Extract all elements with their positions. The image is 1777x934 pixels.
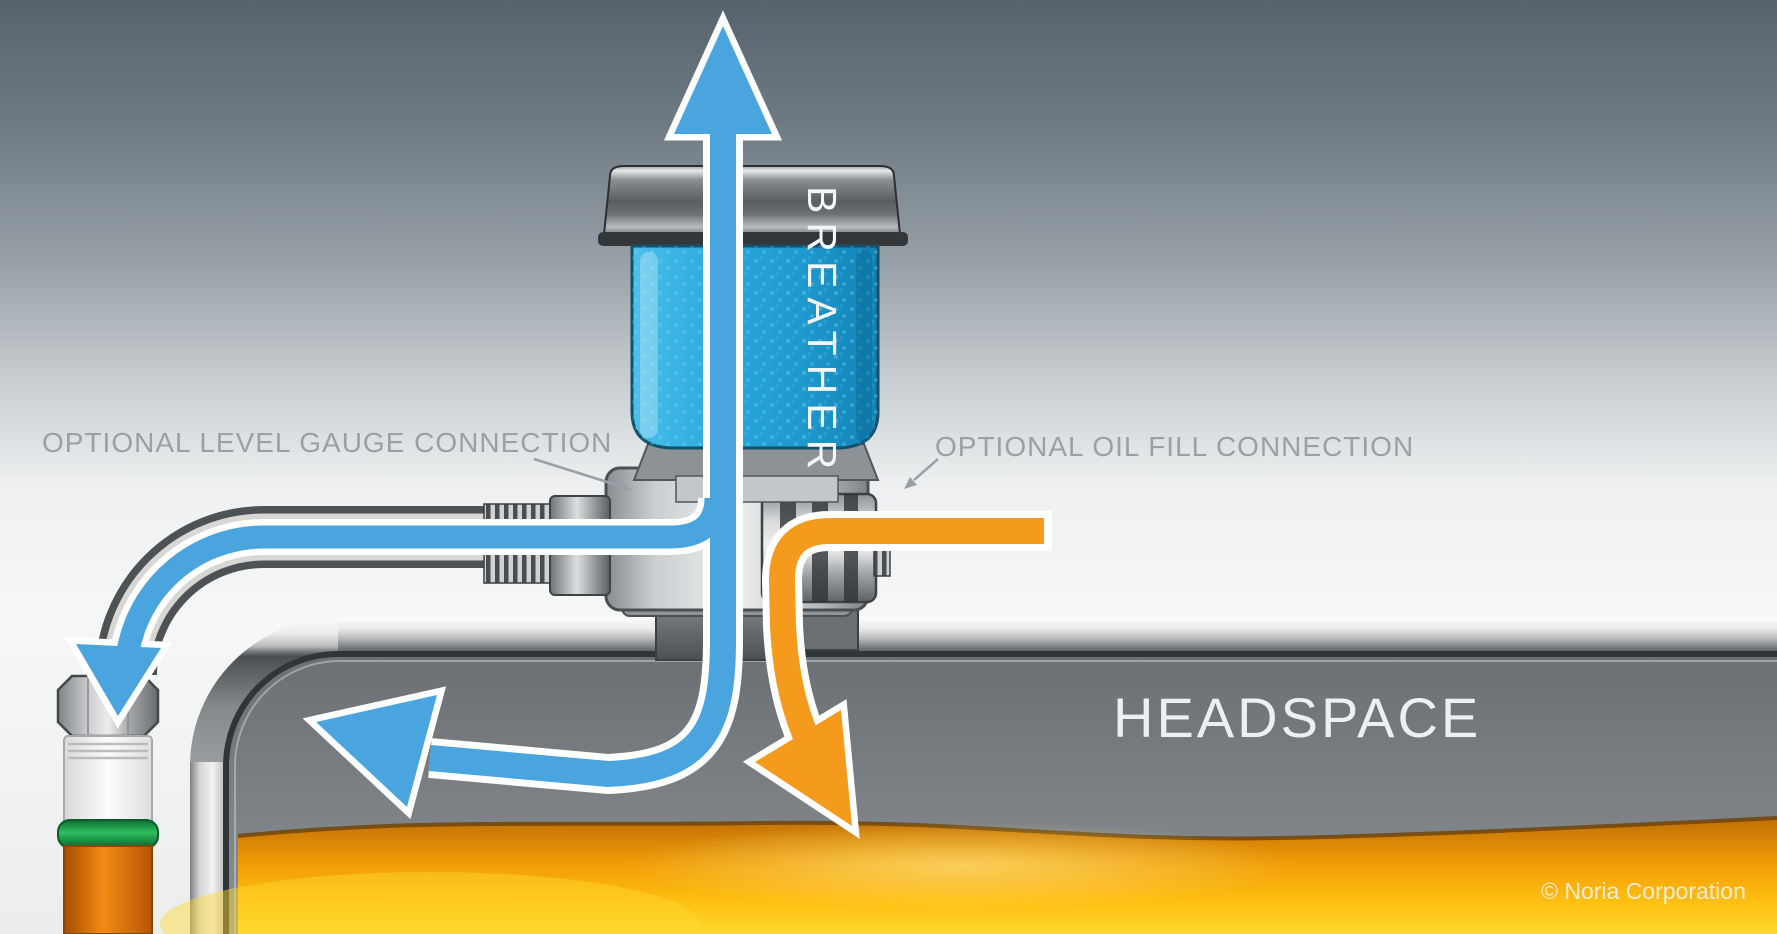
oil-sheen xyxy=(620,822,1300,910)
oil-glow-bottom-left xyxy=(160,872,700,934)
headspace-label: HEADSPACE xyxy=(1113,686,1481,749)
air-left-arrowhead xyxy=(316,695,437,807)
breather-media-texture xyxy=(632,246,878,448)
oil-fill-pointer-line xyxy=(913,458,939,481)
tank-inner-highlight xyxy=(234,660,1777,934)
breather-glass-highlight xyxy=(640,252,658,438)
oil-fill-pointer-arrowhead xyxy=(904,477,917,489)
level-gauge-connection-label: OPTIONAL LEVEL GAUGE CONNECTION xyxy=(42,427,612,458)
callout-labels: OPTIONAL LEVEL GAUGE CONNECTION OPTIONAL… xyxy=(42,427,1414,492)
breather-label: BREATHER xyxy=(799,186,845,478)
oil-fill-flow xyxy=(742,511,1052,839)
level-gauge-pointer-arrowhead xyxy=(618,480,632,492)
breather: BREATHER xyxy=(598,165,908,478)
gauge-oil-column xyxy=(63,845,153,934)
oil-flow-arrowhead xyxy=(755,710,852,826)
tank-inner-edge xyxy=(223,651,1777,934)
gauge-green-ring xyxy=(57,819,159,849)
breather-cap xyxy=(602,165,902,235)
tank xyxy=(160,617,1777,934)
air-up-arrowhead xyxy=(674,26,772,134)
air-gauge-arrowhead xyxy=(76,644,161,716)
tank-lid-band xyxy=(338,617,1777,656)
breather-glass-shade xyxy=(856,250,872,442)
level-gauge-pointer-line xyxy=(533,457,621,488)
air-gauge-stream xyxy=(114,497,728,676)
tank-corner xyxy=(190,618,338,766)
tank-left-wall xyxy=(190,762,228,934)
level-gauge xyxy=(56,674,160,934)
copyright-notice: © Noria Corporation xyxy=(1541,878,1746,904)
gauge-threads xyxy=(68,742,148,760)
oil-fill-connection-label: OPTIONAL OIL FILL CONNECTION xyxy=(935,431,1414,462)
breather-cap-lip xyxy=(598,232,908,246)
air-main-stream xyxy=(428,122,736,788)
air-flow xyxy=(64,10,783,820)
gauge-sight-glass xyxy=(63,735,153,827)
